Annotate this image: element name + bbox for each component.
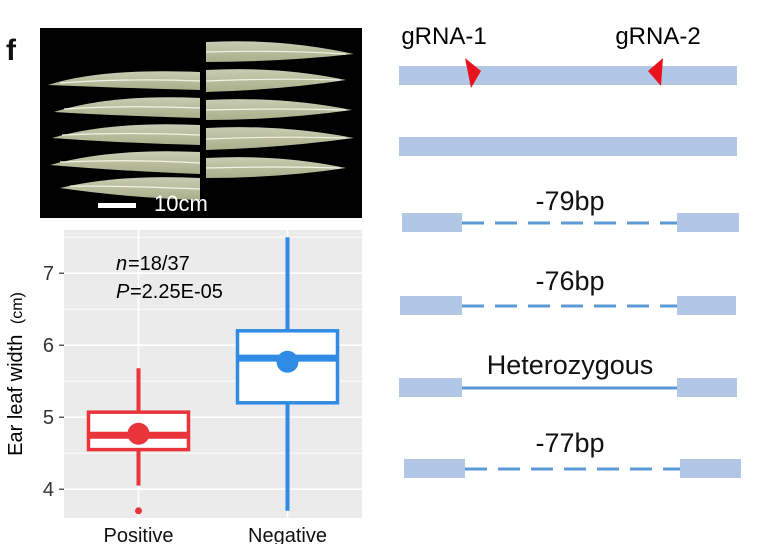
annotation-p-value: =2.25E-05 [130, 281, 223, 303]
exon-left [402, 213, 462, 232]
annotation-n-label: n [116, 253, 127, 275]
allele-track-full [399, 137, 737, 156]
y-tick-label: 7 [43, 263, 54, 285]
allele-label: -76bp [535, 266, 604, 296]
annotation-p-label: P [116, 281, 130, 303]
box-negative [235, 237, 340, 511]
x-tick-label: Positive [103, 525, 173, 544]
y-axis-label-unit: (cm) [9, 292, 26, 324]
y-tick-label: 4 [43, 479, 54, 501]
outlier-point [135, 507, 142, 515]
leaf [60, 177, 200, 200]
allele-track: -76bp [400, 266, 736, 315]
leaf [206, 69, 346, 92]
allele-track: -77bp [404, 428, 741, 478]
leaf-photo-drawing [48, 41, 354, 208]
mean-point [127, 422, 150, 445]
allele-label: -79bp [535, 186, 604, 216]
scale-bar [98, 203, 136, 208]
grna1-label: gRNA-1 [401, 23, 486, 50]
allele-label: -77bp [535, 428, 604, 458]
allele-track: Heterozygous [399, 350, 737, 397]
wildtype-track [399, 66, 737, 85]
exon-right [680, 459, 741, 478]
exon-left [404, 459, 465, 478]
scale-bar-label: 10cm [154, 191, 208, 216]
allele-label: Heterozygous [487, 350, 654, 380]
y-axis-label-main: Ear leaf width [5, 335, 27, 456]
y-axis-label: Ear leaf width (cm) [5, 292, 27, 456]
annotation-n-value: =18/37 [128, 253, 190, 275]
leaf-photo: 10cm [40, 28, 362, 218]
leaf [54, 97, 200, 118]
exon-left [400, 296, 462, 315]
grna2-marker [648, 58, 663, 86]
exon-left [399, 378, 462, 397]
exon-right [677, 378, 737, 397]
exon-right [677, 213, 739, 232]
box-positive [86, 368, 191, 515]
grna1-marker [465, 58, 481, 88]
y-tick-label: 6 [43, 335, 54, 357]
panel-label: f [6, 34, 16, 67]
leaf [50, 151, 200, 174]
exon-right [677, 296, 736, 315]
grna2-label: gRNA-2 [615, 23, 700, 50]
allele-track: -79bp [402, 186, 739, 232]
leaf [206, 127, 354, 150]
x-tick-label: Negative [248, 525, 327, 544]
y-tick-label: 5 [43, 407, 54, 429]
leaf [52, 124, 200, 145]
mean-point [276, 350, 299, 373]
